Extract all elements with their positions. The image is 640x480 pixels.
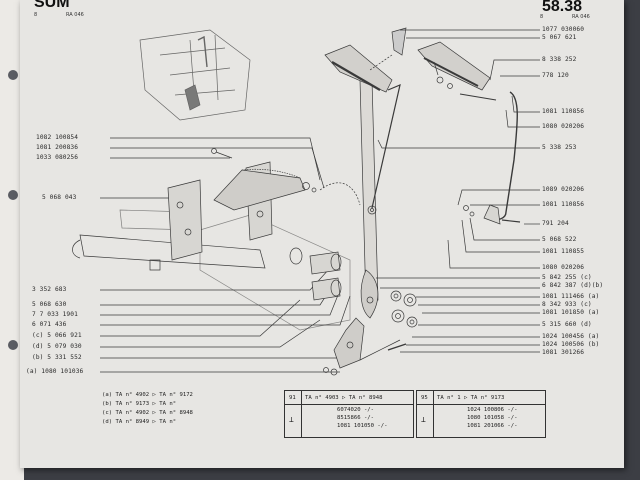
part-label: 1082 100854 <box>36 134 79 141</box>
part-label: 5 315 660 (d) <box>542 321 592 328</box>
header-right-ref: 8 <box>540 14 544 20</box>
part-label: (b) 5 331 552 <box>32 354 82 361</box>
binder-hole <box>8 70 18 80</box>
part-label: 6 071 436 <box>32 321 67 328</box>
symbol-icon: ⊥ <box>421 415 426 424</box>
table-row: 1081 201066 -/- <box>467 423 518 429</box>
header-left-ref: 8 <box>34 12 38 18</box>
variant-table-2: 95 TA n° 1 ▷ TA n° 9173 ⊥ 1024 100806 -/… <box>416 390 546 438</box>
table-code: 95 <box>421 395 428 401</box>
part-label: 1081 110856 <box>542 201 585 208</box>
part-label: 1024 100456 (a) <box>542 333 600 340</box>
binder-hole <box>8 340 18 350</box>
header-left-code: SUM <box>34 0 70 11</box>
part-label: 778 120 <box>542 72 569 79</box>
part-label: (c) 5 066 921 <box>32 332 82 339</box>
binder-hole <box>8 190 18 200</box>
header-right-sub: RA 046 <box>572 14 590 20</box>
part-label: 1080 020206 <box>542 123 585 130</box>
table-row: 6074020 -/- <box>337 407 375 413</box>
table-row: 1024 100806 -/- <box>467 407 518 413</box>
part-label: 5 068 043 <box>42 194 77 201</box>
table-range: TA n° 1 ▷ TA n° 9173 <box>437 395 505 401</box>
part-label: 1081 301266 <box>542 349 585 356</box>
part-label: 5 842 255 (c) <box>542 274 592 281</box>
header-left-sub: RA 046 <box>66 12 84 18</box>
inset-sketch <box>139 29 251 121</box>
part-label: 5 068 630 <box>32 301 67 308</box>
part-label: 791 204 <box>542 220 569 227</box>
part-label: 6 842 387 (d)(b) <box>542 282 604 289</box>
part-label: 1081 111466 (a) <box>542 293 600 300</box>
table-range: TA n° 4903 ▷ TA n° 8948 <box>305 395 383 401</box>
part-label: (d) 5 079 030 <box>32 343 82 350</box>
part-label: 5 067 621 <box>542 34 577 41</box>
part-label: 5 068 522 <box>542 236 577 243</box>
table-code: 91 <box>289 395 296 401</box>
part-label: 3 352 683 <box>32 286 67 293</box>
footnote: (b) TA n° 9173 ▷ TA n° <box>102 401 177 407</box>
symbol-icon: ⊥ <box>289 415 294 424</box>
part-label: 1089 020206 <box>542 186 585 193</box>
part-label: 1081 110856 <box>542 108 585 115</box>
part-label: 1081 110855 <box>542 248 585 255</box>
footnote: (d) TA n° 8949 ▷ TA n° <box>102 419 177 425</box>
part-label: 8 342 933 (c) <box>542 301 592 308</box>
table-row: 1080 101058 -/- <box>467 415 518 421</box>
part-label: 8 338 252 <box>542 56 577 63</box>
part-label: 1081 101850 (a) <box>542 309 600 316</box>
table-row: 1081 101050 -/- <box>337 423 388 429</box>
part-label: 1080 020206 <box>542 264 585 271</box>
table-row: 8515866 -/- <box>337 415 375 421</box>
catalog-page: SUM 8 RA 046 58.38 8 RA 046 <box>20 0 624 468</box>
part-label: 5 338 253 <box>542 144 577 151</box>
footnote: (a) TA n° 4902 ▷ TA n° 9172 <box>102 392 193 398</box>
part-label: 1033 080256 <box>36 154 79 161</box>
part-label: 1077 030060 <box>542 26 585 33</box>
variant-table-1: 91 TA n° 4903 ▷ TA n° 8948 ⊥ 6074020 -/-… <box>284 390 414 438</box>
footnote: (c) TA n° 4902 ▷ TA n° 8948 <box>102 410 193 416</box>
part-label: 1024 100506 (b) <box>542 341 600 348</box>
part-label: 1081 200836 <box>36 144 79 151</box>
part-label: 7 7 033 1901 <box>32 311 78 318</box>
page-number: 58.38 <box>542 0 583 15</box>
part-label: (a) 1080 101036 <box>26 368 84 375</box>
exploded-parts-diagram <box>72 27 540 376</box>
